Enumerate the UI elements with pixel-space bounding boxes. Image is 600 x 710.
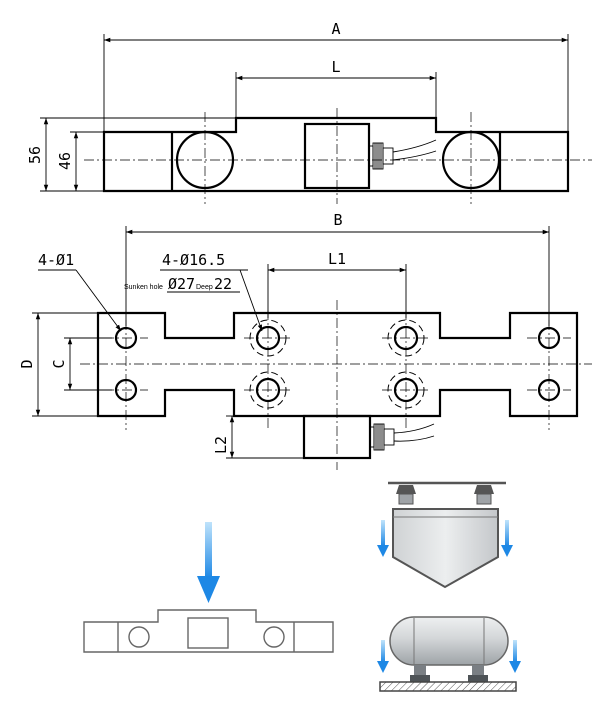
load-direction-illustration xyxy=(83,522,334,653)
hopper-application-illustration xyxy=(377,481,513,589)
side-view: A L 56 46 xyxy=(26,20,592,204)
sunken-hole-label: Sunken hole xyxy=(124,284,163,291)
load-arrow-icon xyxy=(205,522,212,578)
dim-46-label: 46 xyxy=(56,152,74,170)
plan-view: B L1 D C L2 xyxy=(18,211,592,470)
dim-56-label: 56 xyxy=(26,146,44,164)
side-view-body xyxy=(102,116,570,193)
dim-a-label: A xyxy=(331,20,340,38)
small-hole-callout: 4-Ø1 xyxy=(38,251,74,269)
deep-value: 22 xyxy=(214,275,232,293)
dim-c-label: C xyxy=(50,359,68,368)
dim-l1-label: L1 xyxy=(328,250,346,268)
tank-application-illustration xyxy=(377,616,521,692)
dim-d-label: D xyxy=(18,359,36,368)
dim-l2-label: L2 xyxy=(212,436,230,454)
dim-b-label: B xyxy=(333,211,342,229)
deep-label: Deep xyxy=(196,284,213,291)
sunken-hole-diameter: Ø27 xyxy=(168,275,195,293)
large-hole-callout: 4-Ø16.5 xyxy=(162,251,225,269)
dim-l-label: L xyxy=(331,58,340,76)
plan-view-body xyxy=(96,311,579,418)
